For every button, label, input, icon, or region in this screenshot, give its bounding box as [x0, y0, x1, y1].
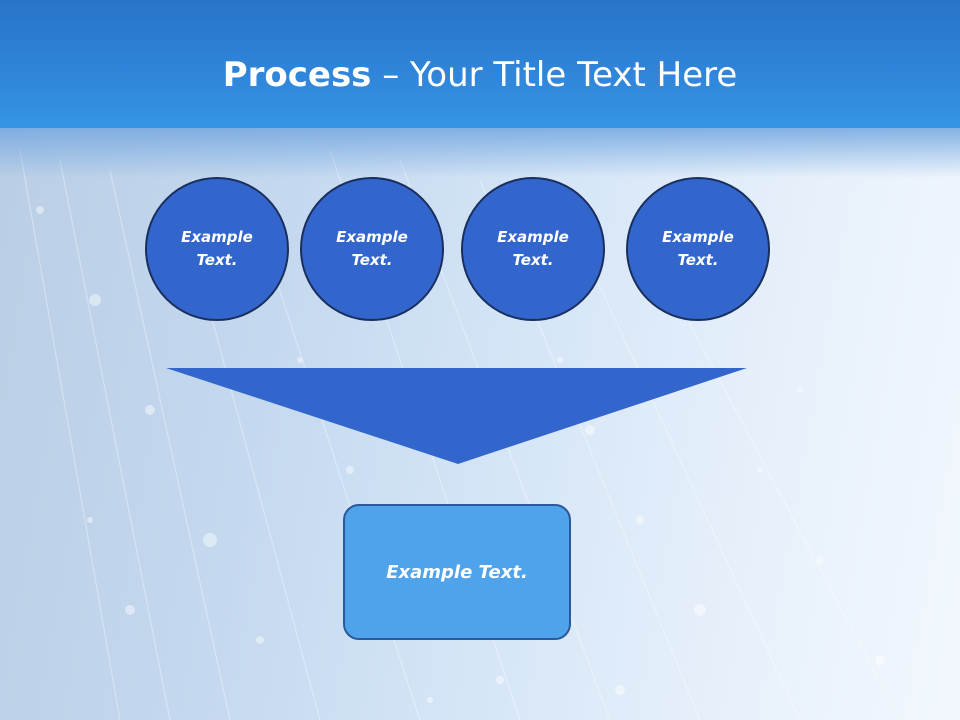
step-2-line-1: Example	[336, 228, 408, 246]
step-3-line-2: Text.	[512, 251, 554, 269]
step-4-line-2: Text.	[677, 251, 719, 269]
step-4-line-1: Example	[662, 228, 734, 246]
title-rest: – Your Title Text Here	[371, 55, 738, 95]
result-box: Example Text.	[343, 504, 571, 640]
step-3-line-1: Example	[497, 228, 569, 246]
step-1-line-1: Example	[181, 228, 253, 246]
step-2-line-2: Text.	[351, 251, 393, 269]
title-bar	[0, 0, 960, 128]
slide-title: Process – Your Title Text Here	[0, 52, 960, 98]
merge-arrow-triangle	[166, 368, 747, 464]
step-1-line-2: Text.	[196, 251, 238, 269]
result-box-label: Example Text.	[386, 561, 528, 583]
title-bar-fade	[0, 128, 960, 178]
title-bold: Process	[222, 55, 372, 95]
